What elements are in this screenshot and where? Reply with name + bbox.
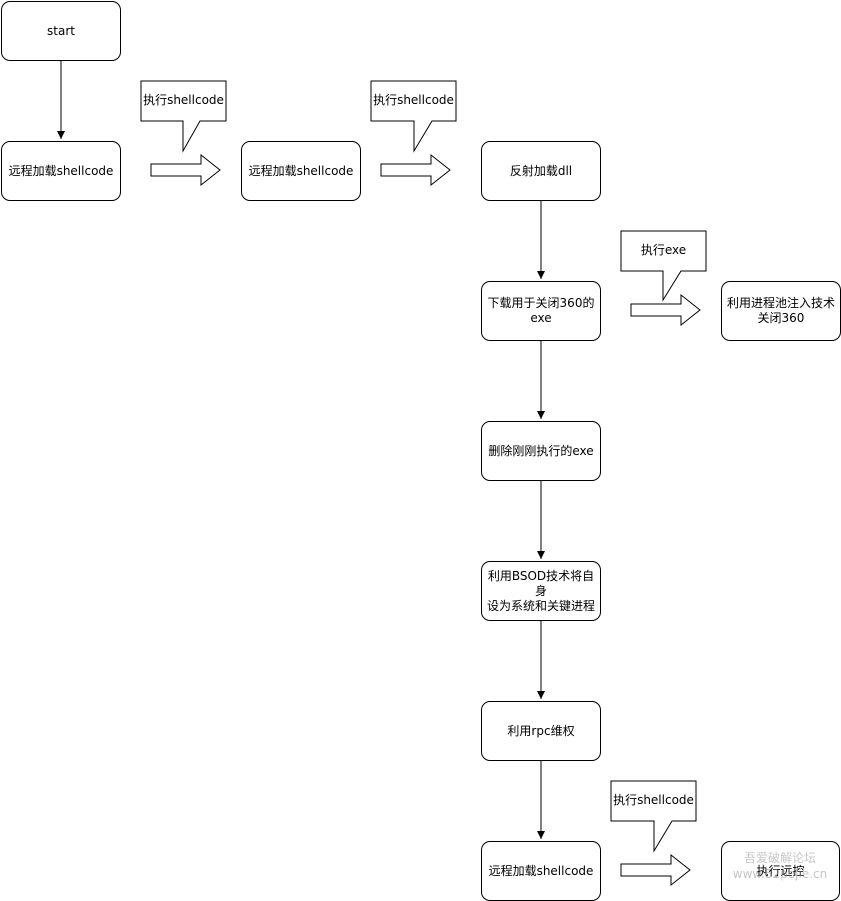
callout-label-4: 执行shellcode (613, 793, 694, 807)
node-start: start (1, 1, 121, 61)
node-execute-final: 执行远控 (721, 841, 840, 901)
block-arrow-2 (380, 153, 451, 187)
node-download-exe: 下载用于关闭360的 exe (481, 281, 601, 341)
node-kill-360: 利用进程池注入技术 关闭360 (721, 281, 841, 341)
node-remote-load-1: 远程加载shellcode (1, 141, 121, 201)
callout-label-1: 执行shellcode (143, 93, 224, 107)
node-reflective-dll: 反射加载dll (481, 141, 601, 201)
callout-bubble-3 (620, 230, 707, 302)
callout-bubble-4 (610, 780, 697, 853)
block-arrow-3 (630, 293, 701, 327)
node-rpc: 利用rpc维权 (481, 701, 601, 761)
block-arrow-1 (150, 153, 221, 187)
node-delete-exe: 删除刚刚执行的exe (481, 421, 601, 481)
node-bsod: 利用BSOD技术将自身 设为系统和关键进程 (481, 561, 601, 621)
callout-label-3: 执行exe (640, 243, 687, 257)
block-arrow-4 (620, 853, 691, 887)
callout-label-2: 执行shellcode (373, 93, 454, 107)
callout-bubble-1 (140, 80, 227, 153)
callout-bubble-2 (370, 80, 457, 153)
node-remote-load-2: 远程加载shellcode (241, 141, 361, 201)
node-remote-load-3: 远程加载shellcode (481, 841, 601, 901)
